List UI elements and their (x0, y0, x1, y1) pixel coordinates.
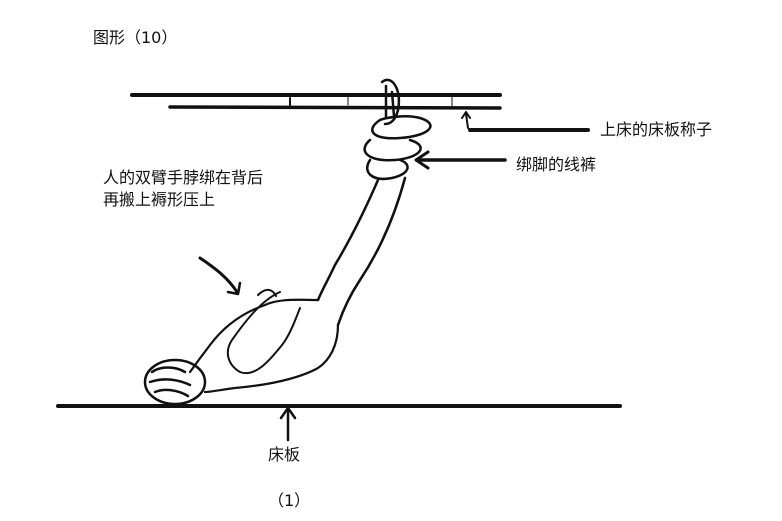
arrow-to-board (279, 406, 297, 442)
caption: （1） (268, 491, 311, 510)
label-arms-line1: 人的双臂手脖绑在背后 (103, 168, 264, 187)
arrow-to-arms (198, 256, 242, 296)
arms (226, 288, 301, 375)
lower-beam (168, 105, 502, 110)
legs (316, 176, 407, 327)
arrow-to-beam (461, 111, 590, 132)
label-bed-board-beam: 上床的床板称子 (600, 120, 713, 139)
label-foot-binding: 绑脚的线裤 (516, 155, 597, 174)
label-arms-line2: 再搬上褥形压上 (103, 190, 216, 209)
arrow-to-binding (414, 150, 507, 170)
label-bed-board: 床板 (268, 445, 301, 464)
bound-feet (363, 78, 432, 181)
figure-title: 图形（10） (93, 28, 178, 47)
head (143, 358, 207, 406)
torso (188, 298, 340, 394)
